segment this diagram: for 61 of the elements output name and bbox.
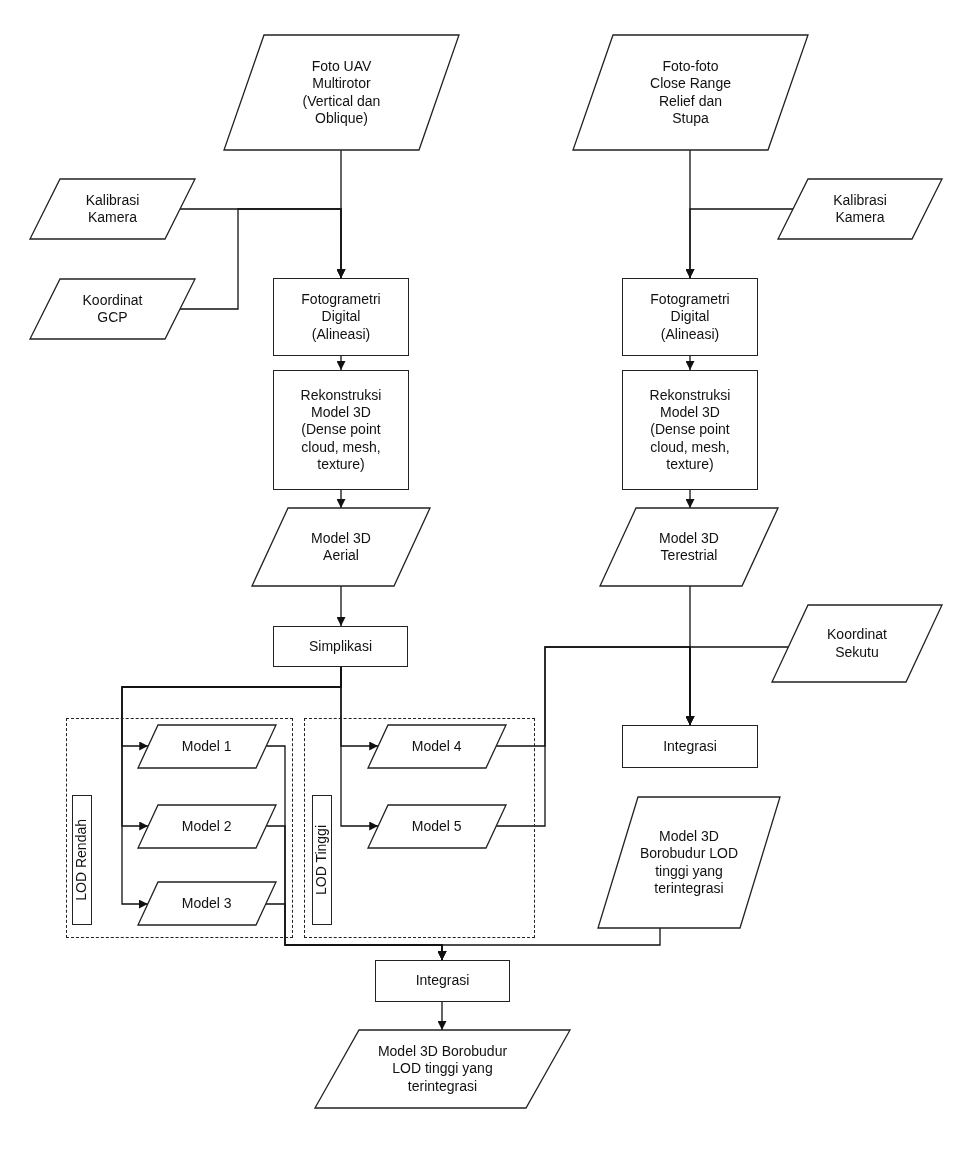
data-parallelogram [598, 797, 780, 928]
node-label: Model 2 [181, 817, 232, 835]
arrow [179, 208, 346, 310]
data-parallelogram [573, 35, 808, 150]
dashed-group-box [304, 718, 535, 938]
data-parallelogram [778, 179, 942, 239]
node-label: Model 3D Borobudur LOD tinggi yang terintegrasi [376, 1043, 509, 1095]
arrow [336, 585, 346, 627]
node-label: Model 3 [181, 894, 232, 912]
node-label: Model 5 [411, 817, 462, 835]
arrow [685, 489, 695, 509]
data-parallelogram [600, 508, 778, 586]
node-label: LOD Tinggi [313, 824, 331, 895]
vertical-label-box [311, 794, 332, 925]
arrow [495, 646, 695, 827]
data-parallelogram [30, 179, 195, 239]
node-label: Model 3D Borobudur LOD tinggi yang terintegrasi [638, 828, 740, 897]
process-box [273, 626, 408, 667]
data-parallelogram [252, 508, 430, 586]
node-label: Model 3D Aerial [310, 529, 372, 565]
node-label: Fotogrametri Digital (Alineasi) [649, 291, 731, 343]
node-label: Rekonstruksi Model 3D (Dense point cloud, mesh, texture) [299, 387, 383, 473]
arrow [685, 208, 794, 279]
node-label: Koordinat GCP [81, 291, 144, 327]
arrow [336, 355, 346, 371]
process-box [622, 725, 758, 768]
node-label: Integrasi [415, 972, 470, 990]
node-label: Simplikasi [309, 637, 372, 656]
arrow [336, 489, 346, 509]
node-label: Kalibrasi Kamera [832, 191, 888, 227]
data-parallelogram [367, 724, 506, 768]
data-parallelogram [30, 279, 195, 339]
data-parallelogram [137, 881, 276, 925]
data-parallelogram [224, 35, 459, 150]
process-box [622, 370, 758, 490]
node-label: Fotogrametri Digital (Alineasi) [300, 291, 382, 343]
arrow [685, 355, 695, 371]
process-box [273, 278, 409, 356]
dashed-group-box [66, 718, 293, 938]
process-box [375, 960, 510, 1002]
node-label: LOD Rendah [73, 818, 91, 901]
node-label: Kalibrasi Kamera [84, 191, 141, 227]
data-parallelogram [137, 724, 276, 768]
node-label: Model 3D Terestrial [658, 529, 720, 565]
node-label: Rekonstruksi Model 3D (Dense point cloud, mesh, texture) [648, 387, 732, 473]
node-label: Model 4 [411, 737, 462, 755]
vertical-label-box [71, 794, 92, 925]
node-label: Foto UAV Multirotor (Vertical dan Oblique) [301, 58, 382, 127]
arrow [437, 1001, 447, 1031]
data-parallelogram [772, 605, 942, 682]
node-label: Integrasi [663, 737, 717, 756]
node-label: Foto-foto Close Range Relief dan Stupa [649, 58, 732, 127]
arrow [437, 927, 661, 961]
data-parallelogram [315, 1030, 570, 1108]
data-parallelogram [367, 804, 506, 848]
process-box [622, 278, 758, 356]
data-parallelogram [137, 804, 276, 848]
arrow [340, 666, 379, 831]
node-label: Model 1 [181, 737, 232, 755]
node-label: Koordinat Sekutu [826, 626, 888, 661]
process-box [273, 370, 409, 490]
